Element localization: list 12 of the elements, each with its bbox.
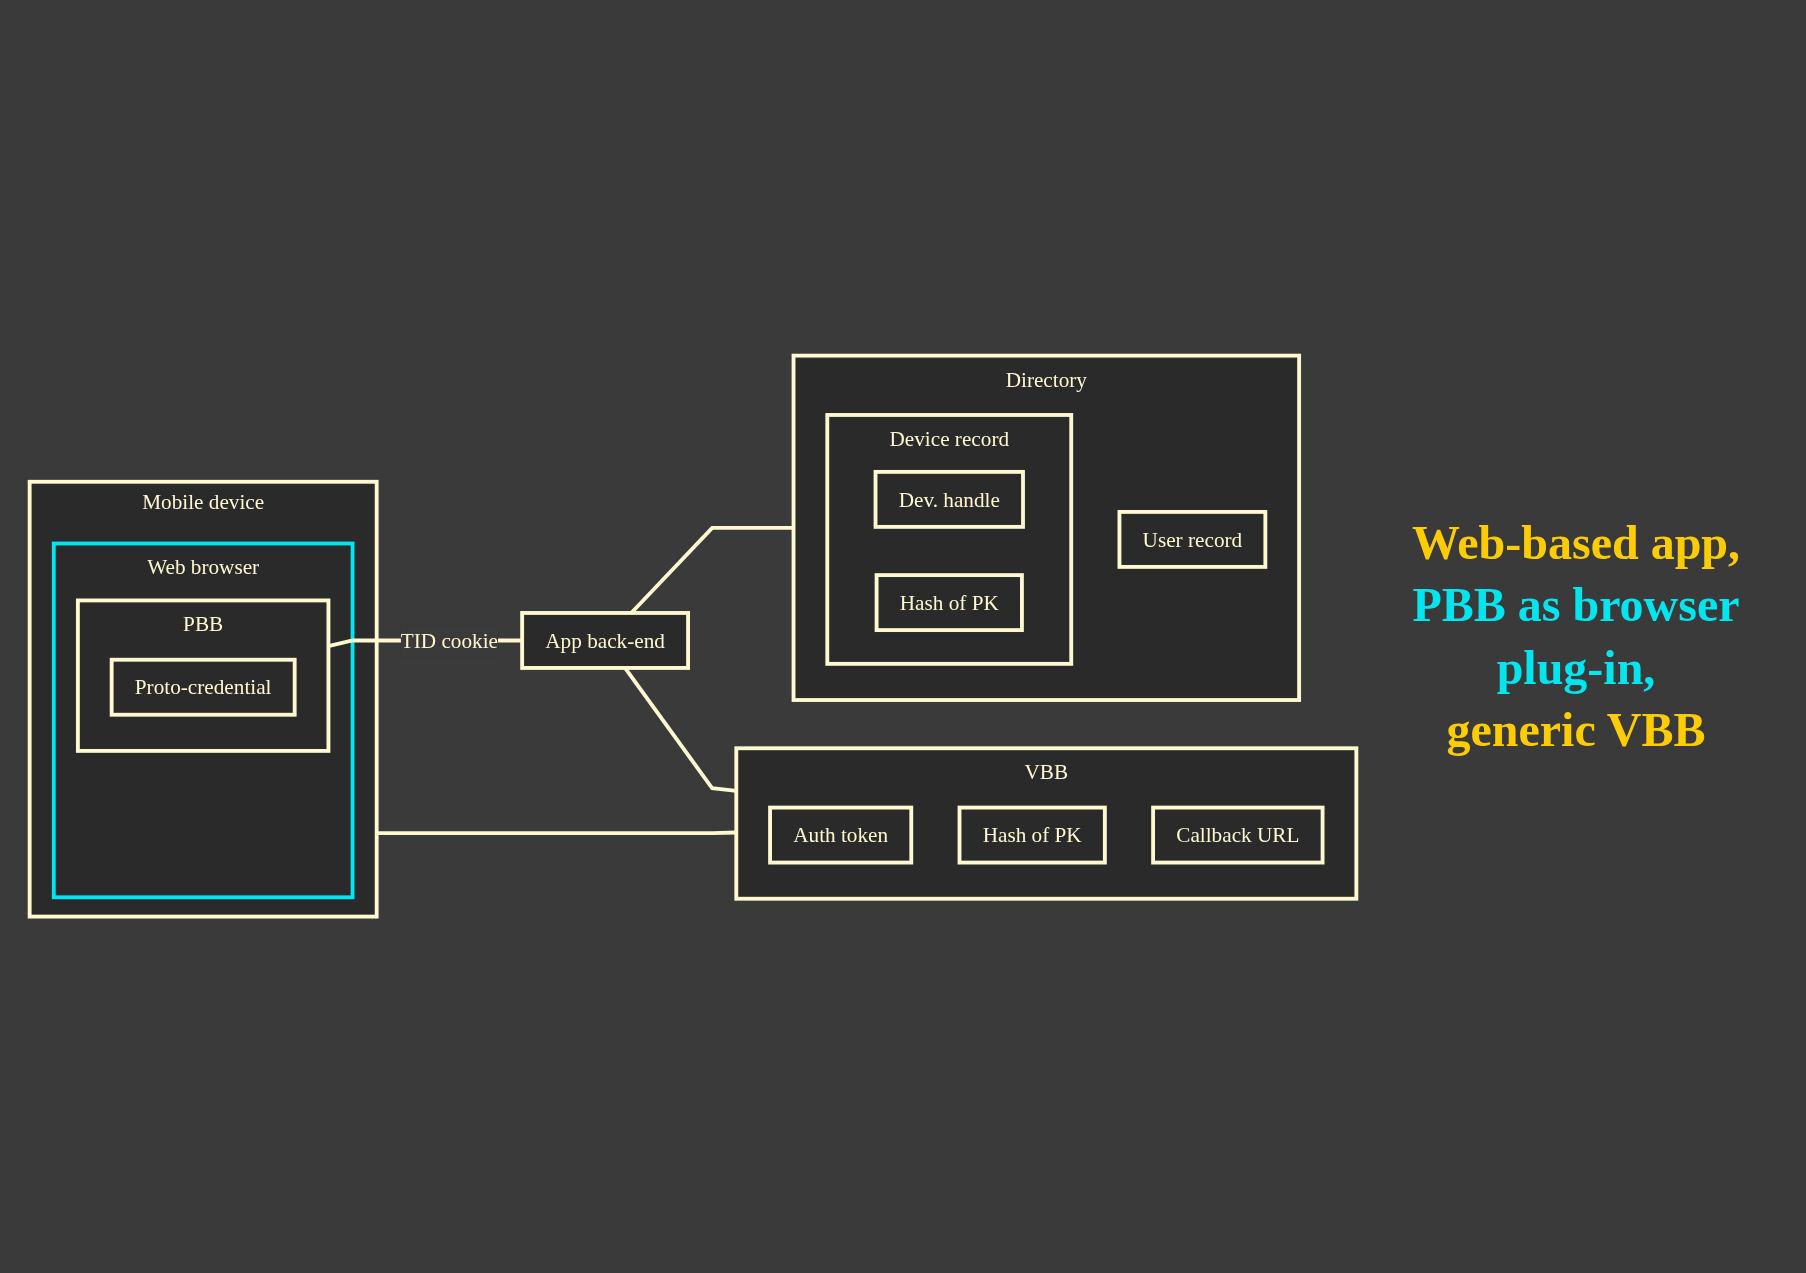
note-text: Web-based app, bbox=[1411, 514, 1741, 571]
node-box: Callback URL bbox=[1151, 806, 1325, 865]
node-box: Dev. handle bbox=[873, 470, 1025, 530]
note-text: generic VBB bbox=[1446, 701, 1706, 758]
note-text: PBB as browser plug-in, bbox=[1411, 577, 1741, 696]
node-box: Hash of PK bbox=[874, 573, 1024, 633]
edge-label: TID cookie bbox=[400, 628, 499, 653]
node-box: Auth token bbox=[768, 806, 914, 865]
node-box: Proto-credential bbox=[109, 658, 297, 718]
node-box: Hash of PK bbox=[957, 806, 1107, 865]
node-box: User record bbox=[1117, 510, 1268, 570]
node-box: App back-end bbox=[520, 611, 690, 671]
